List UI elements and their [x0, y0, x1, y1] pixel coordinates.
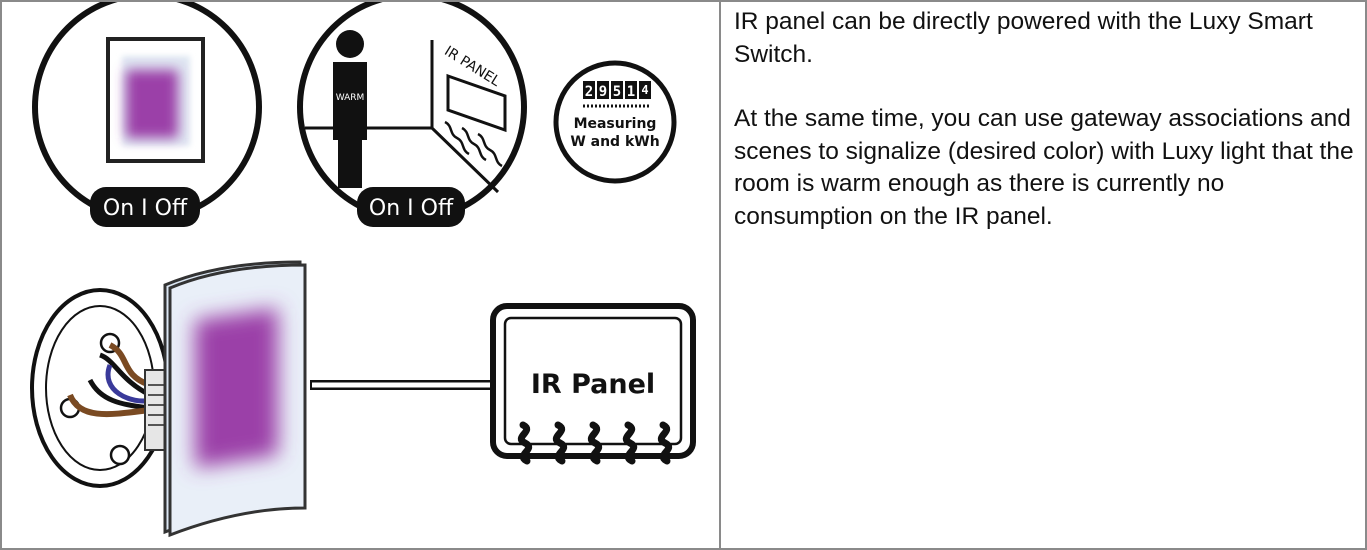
table-right-border [1365, 0, 1367, 550]
heat-waves-icon [517, 421, 673, 465]
meter-digit-2: 9 [599, 84, 607, 100]
ir-panel-box-label: IR Panel [531, 369, 655, 400]
meter-digit-5: 4 [641, 83, 648, 97]
meter-digit-1: 2 [585, 84, 593, 100]
wall-box-wiring [30, 288, 176, 488]
illustration-cell: On I Off WARM IR PANEL On I Off [30, 2, 696, 538]
on-off-badge-left: On I Off [103, 196, 188, 221]
switch-light-circle: On I Off [32, 2, 262, 227]
person-icon [333, 30, 367, 188]
description-cell: IR panel can be directly powered with th… [734, 6, 1359, 233]
ir-panel-box: IR Panel [490, 303, 696, 465]
luxy-switch-faceplate [163, 260, 307, 538]
on-off-badge-right: On I Off [369, 196, 454, 221]
table-left-border [0, 0, 2, 550]
warm-label: WARM [336, 93, 365, 103]
paragraph-associations: At the same time, you can use gateway as… [734, 105, 1354, 230]
paragraph-power: IR panel can be directly powered with th… [734, 8, 1313, 68]
table-column-divider [719, 0, 721, 550]
meter-label-units: W and kWh [570, 134, 659, 150]
meter-label-measuring: Measuring [574, 116, 657, 132]
table-bottom-border [0, 548, 1367, 550]
energy-meter-circle: 2 9 5 1 4 Measuring W and kWh [553, 60, 677, 184]
meter-digit-3: 5 [613, 84, 621, 100]
warm-room-circle: WARM IR PANEL On I Off [297, 2, 527, 227]
table-top-border [0, 0, 1367, 2]
meter-digit-4: 1 [627, 84, 635, 100]
